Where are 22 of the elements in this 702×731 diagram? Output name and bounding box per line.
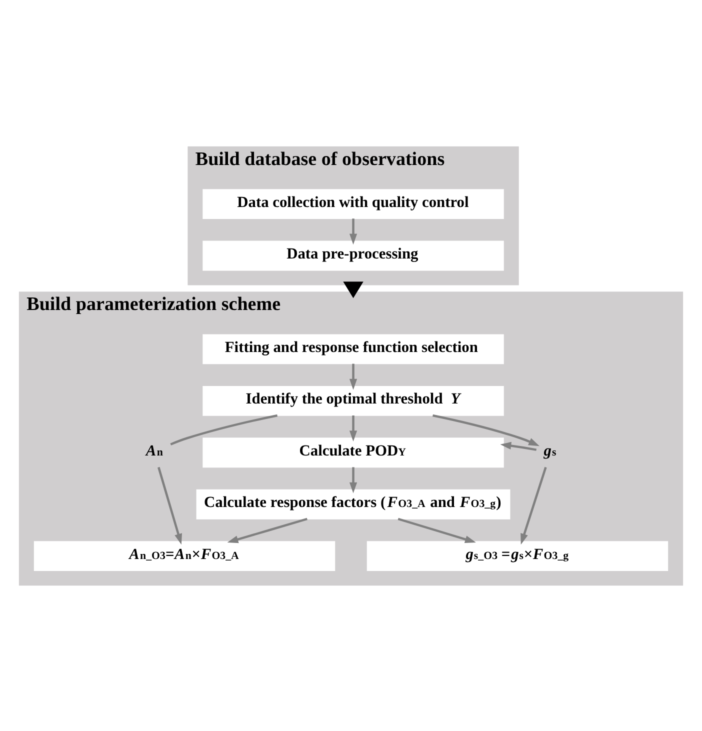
arrow <box>158 466 182 544</box>
node-box: Calculate PODY <box>202 437 504 468</box>
node-box: Calculate response factors (FO3_A and FO3_g) <box>196 488 510 519</box>
node-box: Fitting and response function selection <box>202 334 504 364</box>
arrow <box>349 363 358 390</box>
arrow <box>227 517 308 543</box>
arrow <box>349 218 358 244</box>
arrow <box>349 414 358 442</box>
node-text: gs <box>544 442 556 459</box>
arrow <box>500 441 537 450</box>
node-box: Identify the optimal threshold Y <box>202 385 504 416</box>
connector <box>170 414 278 445</box>
node-text: An <box>146 442 163 459</box>
arrow <box>349 466 358 493</box>
arrow <box>432 414 540 446</box>
arrow <box>343 281 364 298</box>
node-box: Data collection with quality control <box>202 188 504 219</box>
arrow <box>398 517 476 543</box>
arrow <box>520 466 547 544</box>
node-box: An_O3=An×FO3_A <box>34 540 336 571</box>
node-box: Data pre-processing <box>202 240 504 270</box>
node-box: gs_O3 =gs×FO3_g <box>366 540 668 571</box>
